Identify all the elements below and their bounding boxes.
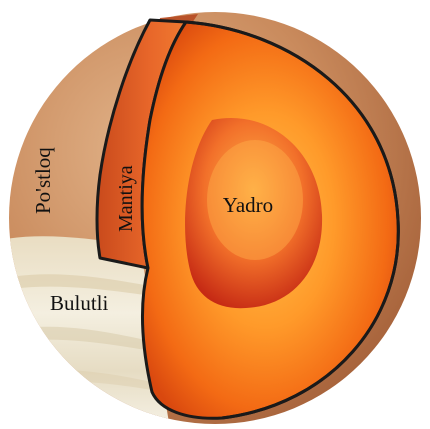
crust-label: Po'stloq xyxy=(31,147,55,214)
clouds-label: Bulutli xyxy=(50,291,109,315)
mantle-label: Mantiya xyxy=(115,165,137,232)
core-label: Yadro xyxy=(223,193,273,217)
